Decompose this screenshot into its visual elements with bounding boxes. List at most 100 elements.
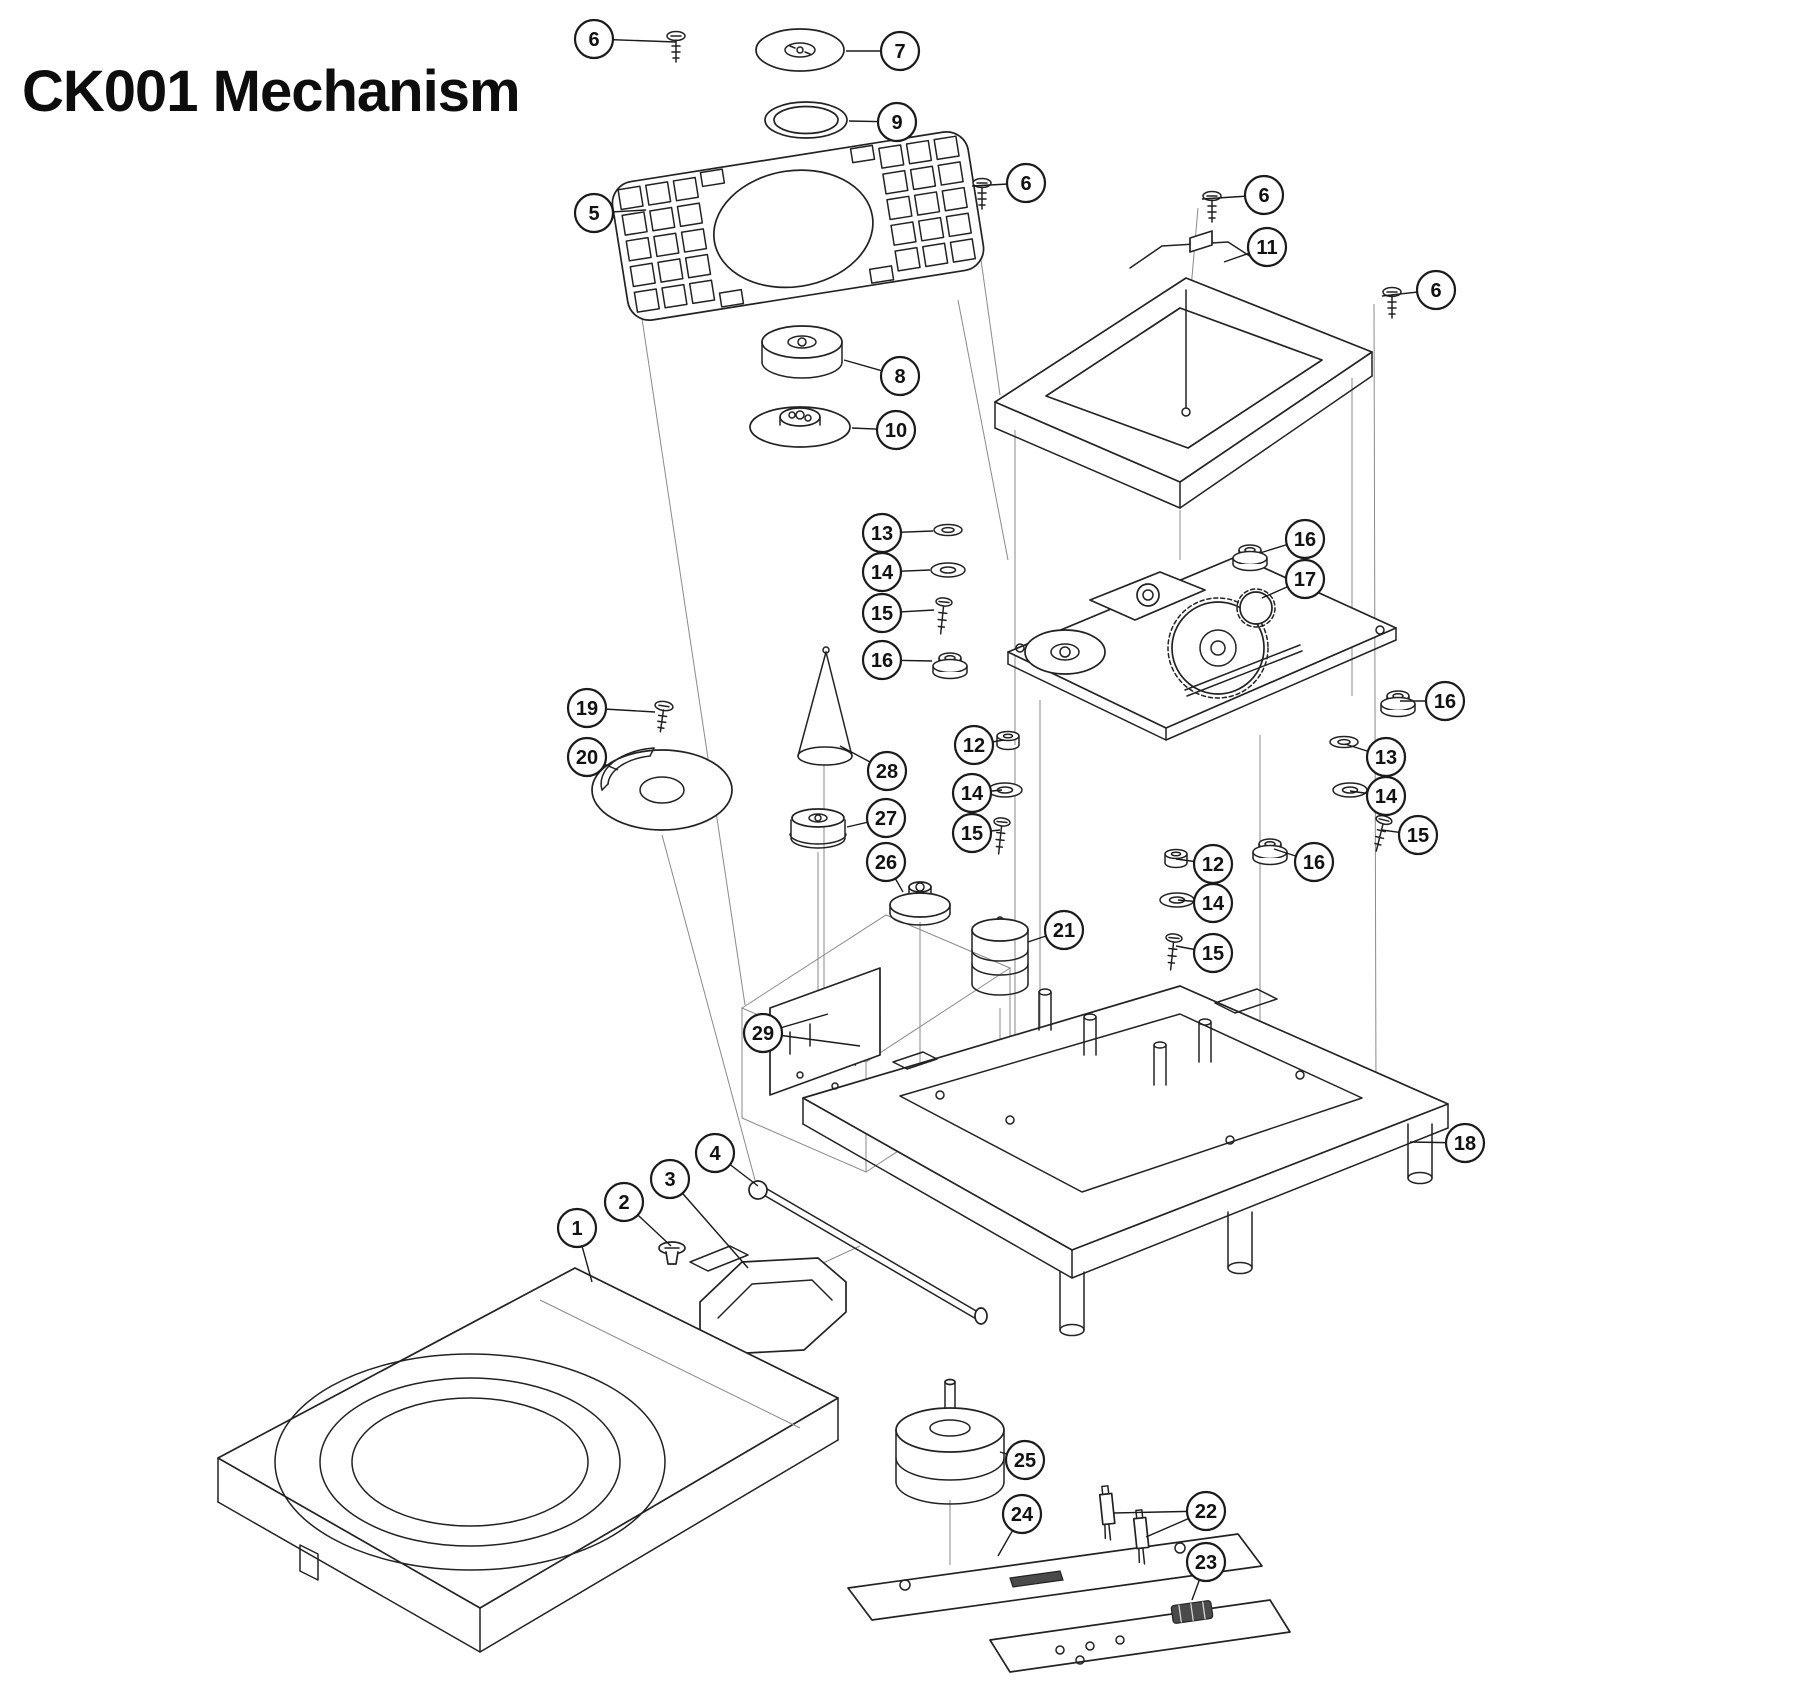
part-10-turntable [749, 406, 851, 448]
screw-icon [1382, 286, 1402, 319]
washer-icon [1159, 892, 1195, 908]
callout-15: 15 [1175, 932, 1234, 974]
callout-16: 16 [1273, 841, 1335, 883]
callout-19: 19 [566, 687, 656, 729]
part-25-motor [895, 1378, 1005, 1505]
callout-3: 3 [649, 1158, 749, 1269]
callout-number: 23 [1195, 1552, 1217, 1574]
callout-1: 1 [556, 1207, 598, 1283]
callout-25: 25 [999, 1439, 1046, 1481]
callout-balloon [1043, 909, 1085, 951]
callout-5: 5 [573, 192, 647, 234]
part-3-cover [699, 1257, 847, 1355]
screw-icon [1161, 932, 1184, 972]
callout-balloon [953, 724, 995, 766]
callout-balloon [1284, 558, 1326, 600]
callout-balloon [879, 30, 921, 72]
callout-balloon [1005, 162, 1047, 204]
part-7-disc [755, 28, 845, 72]
part-5-grille-plate [611, 131, 985, 321]
callout-number: 26 [875, 852, 897, 874]
callout-number: 15 [961, 823, 983, 845]
part-4-guide-shaft [748, 1180, 988, 1325]
callout-balloon [1424, 680, 1466, 722]
callout-balloon [573, 192, 615, 234]
callout-balloon [649, 1158, 691, 1200]
callout-number: 16 [871, 650, 893, 672]
callout-13: 13 [861, 512, 934, 554]
part-26-pulley [889, 881, 951, 926]
callout-18: 18 [1409, 1122, 1486, 1164]
callout-8: 8 [843, 355, 921, 397]
screw-icon [1202, 190, 1222, 223]
callout-number: 13 [1375, 747, 1397, 769]
callout-14: 14 [1177, 882, 1234, 924]
callout-number: 14 [1375, 786, 1398, 808]
callout-balloon [879, 355, 921, 397]
part-19-screw [650, 699, 675, 734]
washer-icon [1332, 782, 1368, 798]
spacer-icon [1164, 848, 1188, 869]
screw-icon [666, 30, 686, 63]
callout-number: 15 [1202, 943, 1224, 965]
callout-number: 5 [588, 203, 599, 225]
callout-balloon [866, 750, 908, 792]
callout-6: 6 [1381, 269, 1457, 311]
callout-24: 24 [997, 1493, 1043, 1557]
callout-27: 27 [846, 797, 907, 839]
part-22-switches [1098, 1485, 1150, 1565]
callout-21: 21 [1027, 909, 1085, 951]
callout-number: 6 [1020, 173, 1031, 195]
part-23-connector [1170, 1600, 1214, 1624]
callout-number: 25 [1014, 1450, 1036, 1472]
callout-balloon [1415, 269, 1457, 311]
callout-12: 12 [953, 724, 1005, 766]
callout-balloon [861, 592, 903, 634]
callout-12: 12 [1175, 843, 1234, 885]
callout-number: 2 [618, 1192, 629, 1214]
callout-number: 9 [891, 112, 902, 134]
callout-balloon [875, 409, 917, 451]
callout-balloon [865, 797, 907, 839]
callout-6: 6 [1201, 174, 1285, 216]
part-1-disc-tray [217, 1245, 839, 1653]
callout-20: 20 [566, 736, 619, 778]
part-9-ring [764, 101, 848, 139]
callout-balloon [861, 551, 903, 593]
part-2-cap [658, 1241, 686, 1265]
part-27-pulley [789, 808, 847, 849]
callout-number: 12 [1202, 854, 1224, 876]
callout-10: 10 [851, 409, 917, 451]
callout-balloon [1365, 775, 1407, 817]
callout-number: 16 [1303, 852, 1325, 874]
callout-number: 28 [876, 761, 898, 783]
callout-16: 16 [861, 639, 933, 681]
callout-number: 8 [894, 366, 905, 388]
callout-number: 29 [752, 1023, 774, 1045]
callout-balloon [1293, 841, 1335, 883]
callout-26: 26 [865, 841, 907, 893]
part-11-top-frame [994, 230, 1373, 509]
callout-number: 12 [963, 735, 985, 757]
callout-balloon [1192, 882, 1234, 924]
callout-balloon [1192, 932, 1234, 974]
callout-number: 6 [1258, 185, 1269, 207]
callout-number: 6 [1430, 280, 1441, 302]
callout-number: 27 [875, 808, 897, 830]
part-8-clamper [761, 325, 843, 379]
callout-balloon [951, 812, 993, 854]
part-17-traverse-unit [1007, 555, 1397, 741]
washer-icon [987, 782, 1023, 798]
screw-icon [650, 699, 675, 734]
callout-balloon [742, 1012, 784, 1054]
part-20-cam-disc [591, 747, 733, 831]
callout-number: 22 [1195, 1501, 1217, 1523]
callout-number: 15 [1407, 825, 1429, 847]
callout-22: 22 [1113, 1490, 1227, 1538]
callout-15: 15 [861, 592, 935, 634]
callout-28: 28 [839, 745, 908, 792]
washer-icon [1329, 735, 1359, 749]
